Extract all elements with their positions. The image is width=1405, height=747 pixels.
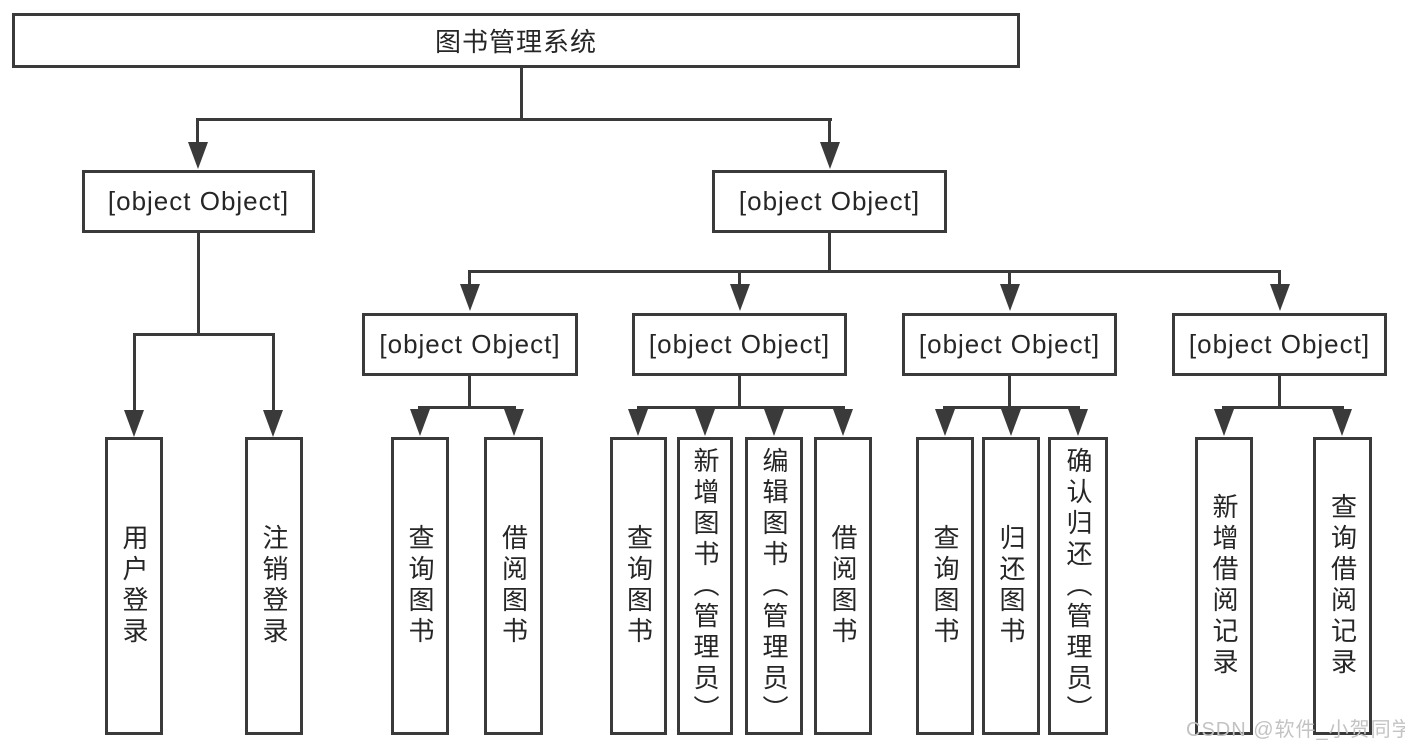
node-label: 借阅图书 (828, 524, 858, 648)
leaf-user-login: 用户登录 (105, 437, 163, 735)
connector-root-drop-right (828, 118, 831, 146)
node-current-borrow: [object Object] (902, 313, 1117, 376)
leaf-add-books-admin: 新增图书（管理员） (677, 437, 733, 735)
connector-level3-branch (468, 270, 1281, 273)
leaf-borrow-books: 借阅图书 (814, 437, 872, 735)
node-label: [object Object] (107, 186, 290, 216)
arrowhead-current-borrow (1000, 284, 1020, 311)
node-label: 借阅图书 (498, 524, 529, 648)
node-label: 图书管理系统 (434, 27, 597, 57)
connector-root-drop-left (196, 118, 199, 146)
connector-borrow-records-stem (1278, 376, 1281, 408)
connector-user-login-branch (133, 333, 275, 336)
node-label: 查询图书 (930, 524, 960, 648)
leaf-query-borrow-record: 查询借阅记录 (1313, 437, 1372, 735)
connector-current-borrow-branch (943, 406, 1080, 409)
connector-level3-drop-3 (1008, 270, 1011, 286)
arrowhead-leaf (504, 409, 524, 436)
node-label: 新增借阅记录 (1209, 493, 1239, 679)
csdn-watermark: CSDN @软件_小贺同学 (1186, 719, 1405, 741)
arrowhead-book-mgmt (820, 142, 840, 169)
node-book-mgmt: [object Object] (712, 170, 947, 233)
node-label: 归还图书 (996, 524, 1026, 648)
arrowhead-leaf (764, 409, 784, 436)
arrowhead-leaf (833, 409, 853, 436)
node-label: [object Object] (1188, 329, 1371, 359)
connector-user-login-drop-2 (272, 333, 275, 411)
node-user-login: [object Object] (82, 170, 315, 233)
arrowhead-leaf-login (124, 410, 144, 437)
arrowhead-book-borrow (730, 284, 750, 311)
arrowhead-leaf-logout (263, 410, 283, 437)
arrowhead-leaf (628, 409, 648, 436)
node-label: [object Object] (738, 186, 921, 216)
leaf-return-books: 归还图书 (982, 437, 1040, 735)
arrowhead-leaf (935, 409, 955, 436)
arrowhead-leaf (1214, 409, 1234, 436)
arrowhead-leaf (410, 409, 430, 436)
leaf-edit-books-admin: 编辑图书（管理员） (745, 437, 803, 735)
arrowhead-borrow-records (1270, 284, 1290, 311)
arrowhead-leaf (1001, 409, 1021, 436)
leaf-confirm-return-admin: 确认归还（管理员） (1048, 437, 1108, 735)
connector-user-login-stem (197, 233, 200, 335)
connector-book-borrow-stem (738, 376, 741, 408)
connector-book-mgmt-stem (828, 233, 831, 272)
leaf-borrow-books: 借阅图书 (484, 437, 543, 735)
node-label: [object Object] (918, 329, 1101, 359)
leaf-query-books: 查询图书 (391, 437, 449, 735)
connector-user-login-drop-1 (133, 333, 136, 411)
node-label: 查询图书 (405, 524, 435, 648)
node-label: 用户登录 (119, 524, 149, 648)
leaf-query-books: 查询图书 (916, 437, 974, 735)
node-label: 注销登录 (259, 524, 289, 648)
connector-root-branch (196, 118, 832, 121)
connector-new-book-stem (468, 376, 471, 408)
leaf-logout: 注销登录 (245, 437, 303, 735)
connector-book-borrow-branch (637, 406, 845, 409)
node-label: 查询借阅记录 (1327, 493, 1358, 679)
node-label: 编辑图书（管理员） (759, 446, 789, 726)
arrowhead-leaf (1068, 409, 1088, 436)
node-new-book-recommend: [object Object] (362, 313, 578, 376)
connector-borrow-records-branch (1222, 406, 1344, 409)
node-book-borrow: [object Object] (632, 313, 847, 376)
node-root: 图书管理系统 (12, 13, 1020, 68)
node-borrow-records: [object Object] (1172, 313, 1387, 376)
connector-level3-drop-2 (738, 270, 741, 286)
arrowhead-leaf (695, 409, 715, 436)
node-label: 新增图书（管理员） (690, 446, 720, 726)
node-label: 查询图书 (623, 524, 654, 648)
arrowhead-new-book (460, 284, 480, 311)
leaf-add-borrow-record: 新增借阅记录 (1195, 437, 1253, 735)
connector-level3-drop-4 (1278, 270, 1281, 286)
connector-level3-drop-1 (468, 270, 471, 286)
connector-new-book-branch (418, 406, 516, 409)
node-label: 确认归还（管理员） (1063, 446, 1093, 726)
node-label: [object Object] (648, 329, 831, 359)
arrowhead-leaf (1332, 409, 1352, 436)
connector-current-borrow-stem (1008, 376, 1011, 408)
node-label: [object Object] (379, 329, 561, 359)
connector-root-stem (520, 68, 523, 120)
arrowhead-user-login (188, 142, 208, 169)
leaf-query-books: 查询图书 (610, 437, 667, 735)
